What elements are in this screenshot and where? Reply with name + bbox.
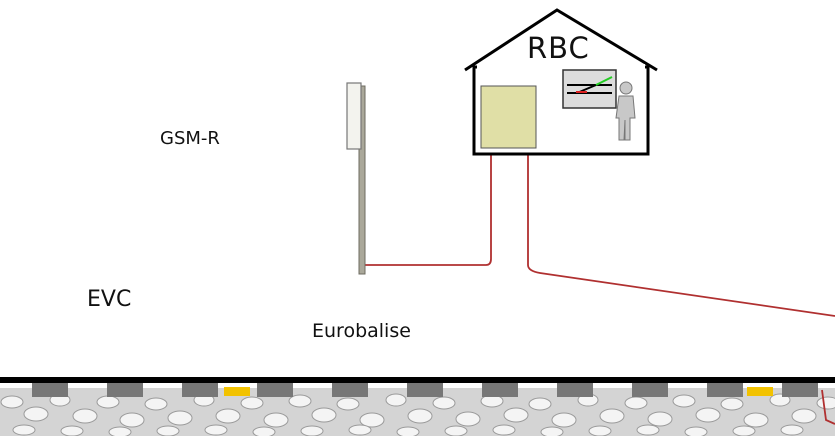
operator-person-icon — [615, 81, 636, 141]
rbc-computer — [480, 85, 537, 149]
track-eurobalise-1 — [224, 387, 250, 396]
eurobalise-label: Eurobalise — [312, 320, 411, 342]
evc-label: EVC — [87, 287, 132, 312]
track-eurobalise-2 — [747, 387, 773, 396]
gsm-r-label: GSM-R — [160, 128, 220, 149]
rbc-building — [464, 8, 658, 156]
track-display — [562, 69, 617, 109]
gsm-r-antenna — [346, 82, 366, 275]
sleepers — [32, 383, 818, 397]
rail — [0, 377, 835, 383]
rbc-label: RBC — [527, 31, 590, 65]
